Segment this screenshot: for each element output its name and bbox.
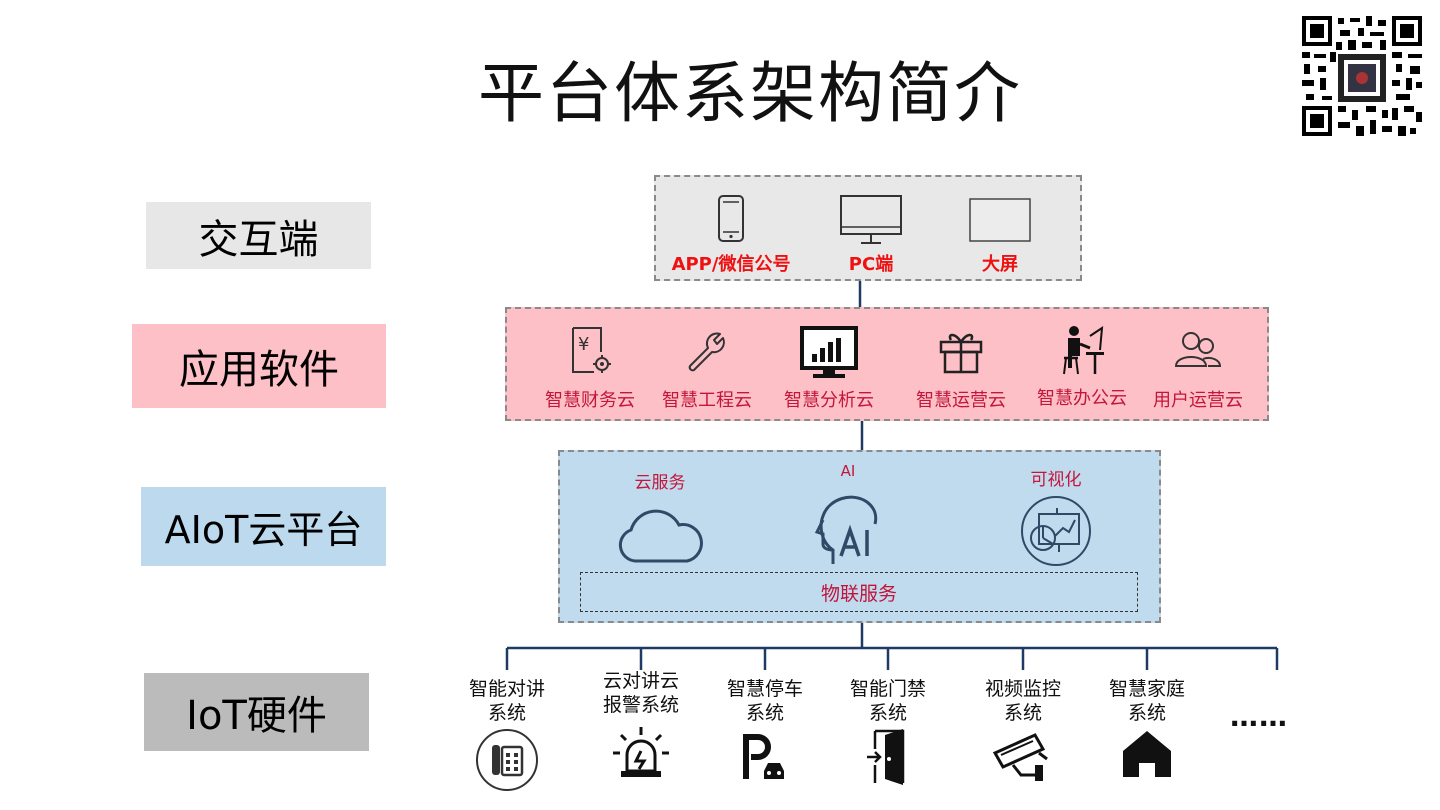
parking-icon [743, 734, 784, 779]
more-systems-ellipsis: …… [1230, 700, 1288, 733]
aiot-item-cloud-service[interactable]: 云服务 [610, 468, 710, 567]
hardware-item-label-line2: 系统 [745, 702, 784, 724]
office-worker-icon [1063, 326, 1104, 375]
page-title: 平台体系架构简介 [478, 55, 1022, 132]
interaction-item-label: 大屏 [982, 254, 1018, 275]
hardware-item-label-line1: 智慧停车 [726, 678, 803, 700]
analytics-monitor-icon [800, 326, 858, 378]
app-item-finance[interactable]: ¥ 智慧财务云 [535, 326, 645, 412]
hardware-item-label-line1: 智能门禁 [849, 678, 926, 700]
hardware-item-label-line1: 视频监控 [984, 678, 1061, 700]
hardware-item-intercom[interactable]: 智能对讲 系统 [447, 677, 567, 793]
intercom-phone-icon [476, 729, 538, 791]
interaction-item-app[interactable]: APP/微信公号 [672, 194, 790, 276]
layer-label-iot: IoT硬件 [144, 673, 369, 751]
app-item-label: 智慧财务云 [545, 390, 635, 411]
finance-document-icon: ¥ [572, 327, 611, 373]
interaction-item-bigscreen[interactable]: 大屏 [950, 197, 1050, 276]
hardware-item-label-line1: 智慧家庭 [1108, 678, 1185, 700]
app-item-engineering[interactable]: 智慧工程云 [652, 326, 762, 412]
aiot-item-label: 云服务 [634, 473, 686, 493]
app-item-label: 智慧办公云 [1037, 388, 1127, 409]
app-item-label: 智慧运营云 [916, 390, 1006, 411]
monitor-icon [840, 195, 902, 244]
hardware-item-label-line2: 系统 [868, 702, 907, 724]
app-item-office[interactable]: 智慧办公云 [1027, 324, 1137, 410]
aiot-item-label: 可视化 [1030, 470, 1082, 490]
hardware-item-parking[interactable]: 智慧停车 系统 [705, 677, 825, 783]
hardware-item-label-line1: 智能对讲 [468, 678, 545, 700]
hardware-item-video-surveillance[interactable]: 视频监控 系统 [963, 677, 1083, 783]
aiot-panel [558, 450, 1161, 623]
app-item-label: 智慧工程云 [662, 390, 752, 411]
interaction-item-label: APP/微信公号 [671, 254, 791, 275]
app-item-label: 智慧分析云 [784, 390, 874, 411]
app-item-user-operations[interactable]: 用户运营云 [1143, 326, 1253, 412]
home-icon [1123, 731, 1171, 777]
hardware-item-smart-home[interactable]: 智慧家庭 系统 [1087, 677, 1207, 781]
aiot-item-label: AI [840, 462, 856, 480]
app-item-analytics[interactable]: 智慧分析云 [774, 326, 884, 412]
layer-label-interaction: 交互端 [146, 202, 371, 269]
big-screen-icon [969, 198, 1031, 242]
svg-text:¥: ¥ [578, 334, 589, 355]
hardware-item-label-line2: 系统 [487, 702, 526, 724]
aiot-item-visualization[interactable]: 可视化 [1006, 465, 1106, 568]
hardware-item-label-line2: 系统 [1127, 702, 1166, 724]
wrench-icon [688, 332, 725, 372]
users-icon [1174, 332, 1222, 367]
hardware-item-door-access[interactable]: 智能门禁 系统 [828, 677, 948, 787]
layer-label-aiot: AIoT云平台 [141, 487, 386, 566]
application-panel [505, 307, 1269, 421]
alarm-light-icon [613, 727, 669, 777]
cctv-camera-icon [992, 733, 1048, 781]
iot-service-box: 物联服务 [580, 572, 1138, 612]
ai-head-icon [814, 495, 878, 564]
interaction-item-label: PC端 [848, 254, 894, 275]
layer-label-application: 应用软件 [132, 324, 386, 408]
smartphone-icon [718, 195, 744, 242]
visualization-icon [1021, 496, 1091, 566]
door-access-icon [867, 729, 905, 785]
interaction-item-pc[interactable]: PC端 [821, 194, 921, 276]
hardware-item-label-line1: 云对讲云 [602, 670, 679, 692]
gift-icon [939, 333, 983, 374]
hardware-item-label-line2: 报警系统 [602, 694, 679, 716]
app-item-label: 用户运营云 [1153, 390, 1243, 411]
app-item-operations[interactable]: 智慧运营云 [906, 326, 1016, 412]
hardware-item-label-line2: 系统 [1003, 702, 1042, 724]
cloud-icon [618, 509, 703, 563]
aiot-item-ai[interactable]: AI [798, 462, 898, 568]
hardware-item-cloud-alarm[interactable]: 云对讲云 报警系统 [581, 669, 701, 781]
qr-code-icon [1300, 14, 1424, 138]
